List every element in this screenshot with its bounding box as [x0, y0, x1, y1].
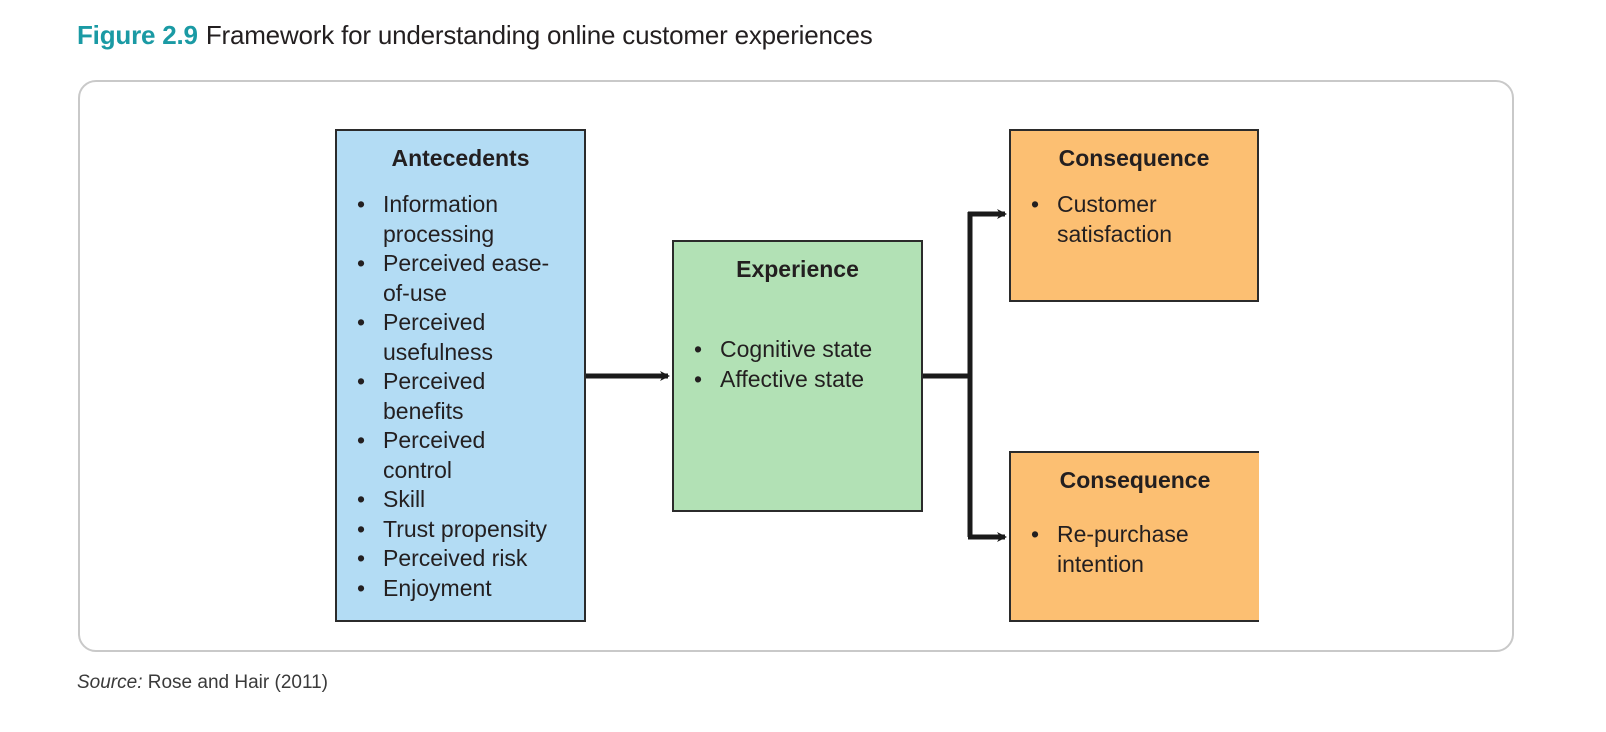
consequence-list: • Customer satisfaction [1011, 190, 1257, 249]
list-item: • Customer satisfaction [1011, 190, 1257, 249]
list-item: • Re-purchase intention [1011, 520, 1259, 579]
bullet-icon: • [357, 368, 366, 394]
list-item: • Information processing [337, 190, 584, 249]
list-item: • Perceived control [337, 426, 584, 485]
consequence-heading: Consequence [1059, 467, 1211, 493]
consequence-heading: Consequence [1058, 145, 1210, 171]
list-item-text: Perceived [383, 427, 486, 453]
bullet-icon: • [357, 191, 366, 217]
list-item-text: intention [1057, 550, 1144, 577]
bullet-icon: • [357, 486, 366, 512]
list-item-text: Perceived risk [383, 545, 528, 571]
list-item: • Perceived risk [337, 544, 584, 574]
bullet-icon: • [694, 336, 703, 362]
bullet-icon: • [357, 250, 366, 276]
list-item-text: Perceived ease- [383, 250, 550, 276]
connector-experience-trunk [923, 212, 973, 537]
experience-heading: Experience [736, 256, 859, 282]
antecedents-list: • Information processing • Perceived ease-of… [337, 190, 584, 603]
bullet-icon: • [1031, 191, 1040, 217]
bullet-icon: • [357, 545, 366, 571]
list-item-text: Enjoyment [383, 574, 492, 601]
list-item-text: processing [383, 220, 495, 247]
list-item-text: usefulness [383, 338, 493, 365]
experience-box: Experience •Cognitive state •Affective s… [672, 240, 923, 512]
bullet-icon: • [357, 309, 366, 335]
experience-list: •Cognitive state •Affective state [674, 335, 921, 394]
consequence-box-satisfaction: Consequence • Customer satisfaction [1009, 129, 1259, 302]
list-item: •Affective state [674, 365, 921, 395]
bullet-icon: • [1031, 521, 1040, 547]
list-item: • Enjoyment [337, 574, 584, 604]
list-item-text: satisfaction [1057, 220, 1173, 247]
bullet-icon: • [694, 365, 703, 392]
list-item: • Trust propensity [337, 515, 584, 545]
list-item: • Perceived ease-of-use [337, 249, 584, 308]
source-citation: Source: Rose and Hair (2011) [77, 672, 328, 694]
list-item: •Cognitive state [674, 335, 921, 365]
antecedents-heading: Antecedents [391, 145, 530, 171]
list-item: • Perceived benefits [337, 367, 584, 426]
list-item-text: Perceived [383, 368, 486, 394]
diagram-frame [78, 80, 1514, 652]
bullet-icon: • [357, 574, 366, 601]
list-item-text: benefits [383, 397, 464, 424]
consequence-list: • Re-purchase intention [1011, 520, 1259, 579]
list-item-text: Perceived [383, 309, 486, 335]
list-item-text: Customer [1057, 191, 1157, 217]
bullet-icon: • [357, 427, 366, 453]
list-item-text: control [383, 456, 453, 483]
consequence-box-repurchase: Consequence • Re-purchase intention [1009, 451, 1259, 622]
list-item: • Skill [337, 485, 584, 515]
list-item-text: Re-purchase [1057, 521, 1189, 547]
source-label: Source: [77, 672, 143, 693]
list-item-text: Information [383, 191, 499, 217]
list-item: • Perceived usefulness [337, 308, 584, 367]
source-text: Rose and Hair (2011) [142, 672, 329, 693]
list-item-text: Skill [383, 486, 426, 512]
figure-label: Figure 2.9 [77, 20, 198, 50]
figure-caption: Framework for understanding online custo… [205, 20, 873, 50]
list-item-text: Trust propensity [383, 515, 548, 542]
antecedents-box: Antecedents • Information processing • Perce… [335, 129, 586, 622]
bullet-icon: • [357, 515, 366, 542]
list-item-text: of-use [383, 279, 447, 306]
